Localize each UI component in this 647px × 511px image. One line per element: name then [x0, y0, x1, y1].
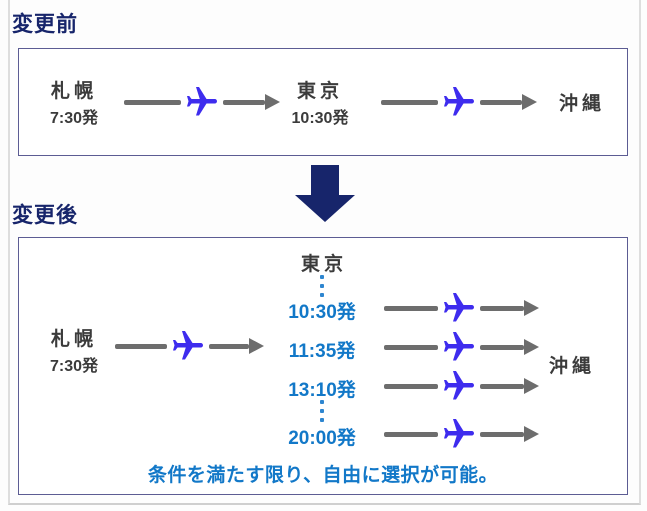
route-line: [480, 99, 522, 105]
plane-icon: [170, 328, 206, 364]
arrowhead-icon: [249, 338, 264, 354]
departure-option-time: 20:00発: [288, 428, 356, 449]
after-destination-station: 沖縄: [527, 351, 617, 378]
route-line: [223, 99, 265, 105]
after-route-box: 札幌 7:30発 東京 10:30発 11:35発: [18, 237, 628, 495]
arrowhead-icon: [524, 339, 539, 355]
before-destination-station: 沖縄: [539, 89, 625, 116]
station-name: 札幌: [50, 81, 97, 102]
route-line: [209, 343, 249, 349]
route-line: [384, 431, 438, 437]
departure-time: 7:30発: [49, 358, 99, 375]
flight-leg: [115, 328, 264, 364]
before-origin-station: 札幌 7:30発: [31, 76, 117, 128]
route-line: [480, 383, 524, 389]
down-arrow-stem: [311, 165, 339, 196]
route-line: [384, 344, 438, 350]
before-via-station: 東京 10:30発: [277, 76, 363, 128]
departure-time: 7:30発: [49, 110, 99, 127]
flight-leg: [124, 84, 280, 120]
plane-icon: [441, 329, 477, 365]
route-line: [384, 383, 438, 389]
flight-leg: [384, 416, 539, 452]
after-via-station: 東京: [300, 254, 347, 275]
ellipsis-dots-icon: [320, 275, 324, 297]
after-section-title: 変更後: [12, 204, 78, 227]
down-arrow-head: [295, 195, 355, 222]
route-line: [381, 99, 438, 105]
before-section-title: 変更前: [12, 13, 78, 36]
arrowhead-icon: [265, 94, 280, 110]
before-route-box: 札幌 7:30発 東京 10:30発 沖縄: [18, 48, 628, 156]
plane-icon: [184, 84, 220, 120]
after-origin-station: 札幌 7:30発: [31, 324, 117, 376]
departure-option-time: 10:30発: [288, 302, 356, 323]
station-name: 沖縄: [548, 356, 595, 377]
arrowhead-icon: [522, 94, 537, 110]
route-line: [384, 305, 438, 311]
ellipsis-dots-icon: [320, 400, 324, 422]
arrowhead-icon: [524, 426, 539, 442]
route-line: [124, 99, 181, 105]
flight-leg: [384, 329, 539, 365]
departure-time: 10:30発: [291, 110, 349, 127]
route-line: [480, 305, 524, 311]
route-line: [480, 344, 524, 350]
condition-note: 条件を満たす限り、自由に選択が可能。: [147, 465, 499, 486]
station-name: 東京: [296, 81, 343, 102]
flight-leg: [384, 290, 539, 326]
plane-icon: [441, 290, 477, 326]
plane-icon: [441, 84, 477, 120]
plane-icon: [441, 416, 477, 452]
departure-option-time: 11:35発: [288, 341, 356, 362]
route-line: [115, 343, 167, 349]
station-name: 沖縄: [558, 93, 605, 115]
flight-leg: [384, 368, 539, 404]
arrowhead-icon: [524, 300, 539, 316]
flight-leg: [381, 84, 537, 120]
plane-icon: [441, 368, 477, 404]
route-line: [480, 431, 524, 437]
departure-option-time: 13:10発: [288, 380, 356, 401]
arrowhead-icon: [524, 378, 539, 394]
station-name: 札幌: [50, 329, 97, 350]
